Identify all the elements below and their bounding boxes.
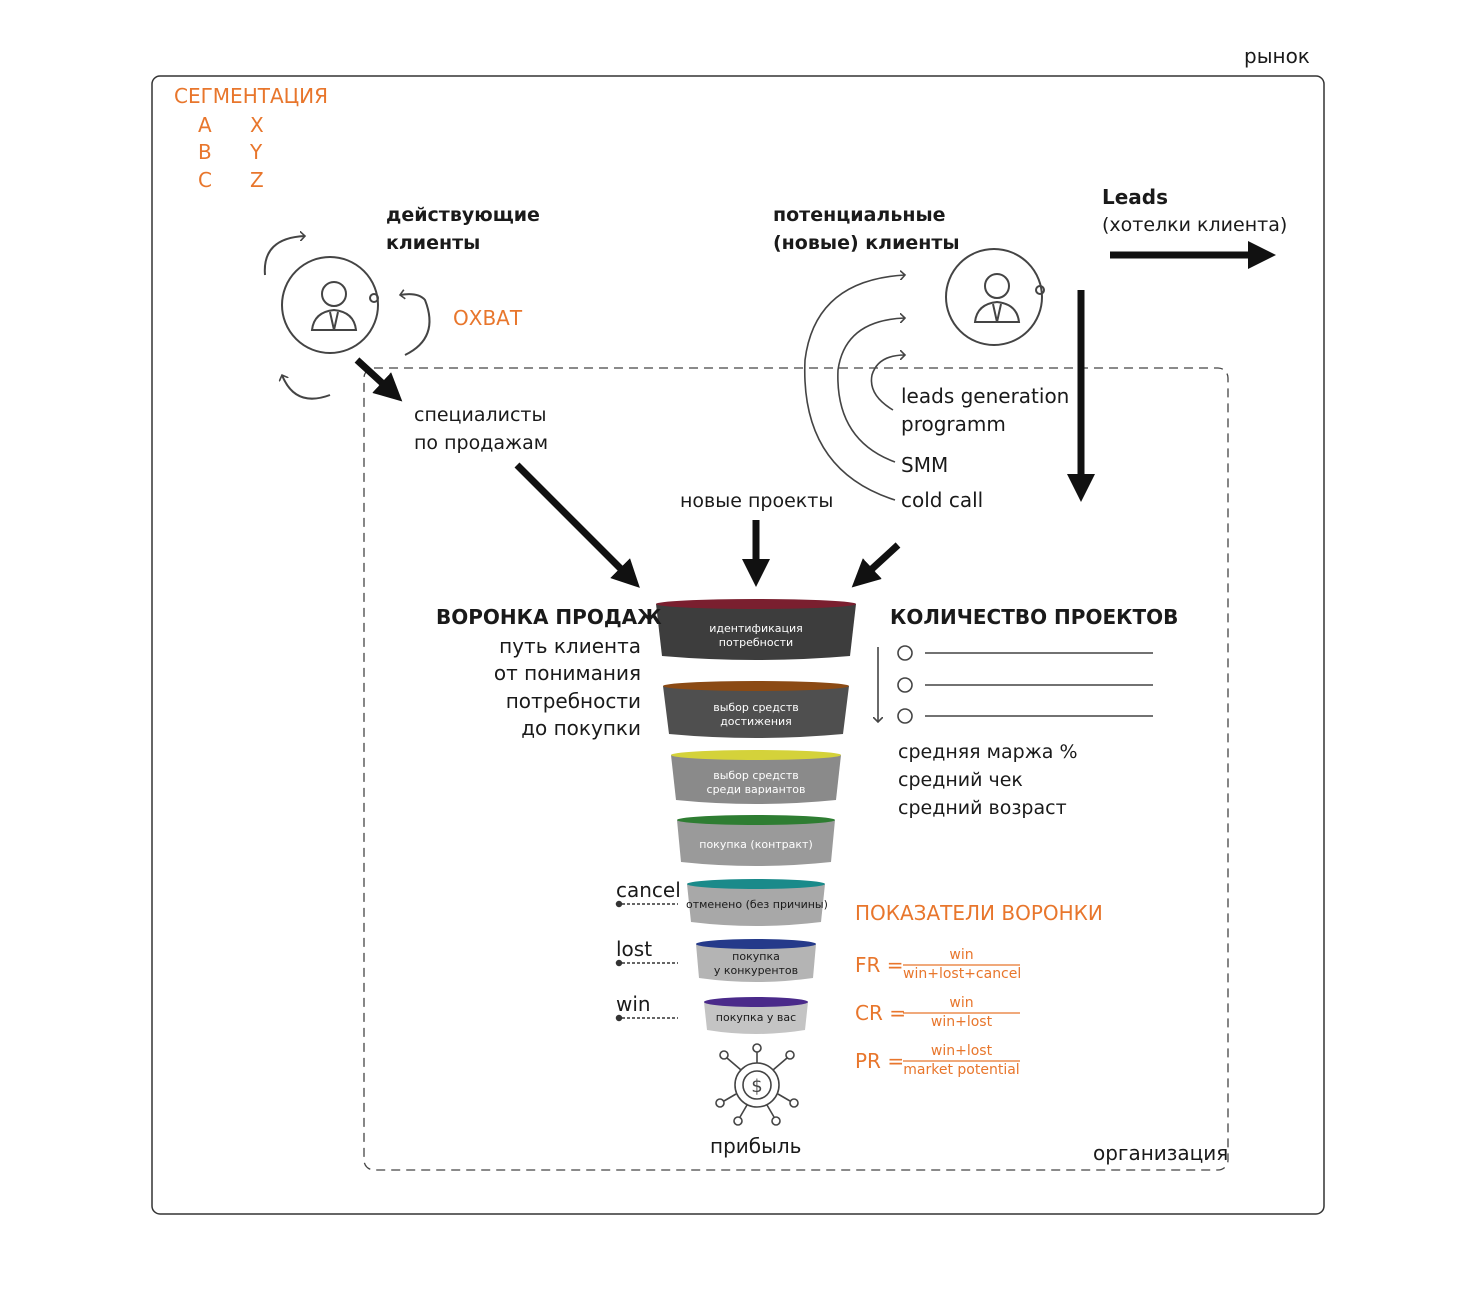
cr-numerator: win: [949, 995, 974, 1011]
funnel-stage-body: [656, 604, 856, 660]
funnel-stage-body: [671, 755, 841, 804]
funnel-stage-body: [704, 1002, 808, 1034]
segment-a: A: [198, 113, 212, 137]
funnel-stage-5: [687, 879, 825, 926]
segment-b: B: [198, 140, 212, 164]
funnel-stage-2: [663, 681, 849, 738]
sales-funnel-desc-2: от понимания: [493, 661, 641, 685]
organization-frame: [363, 367, 1229, 1171]
metric-avg-margin: средняя маржа %: [898, 741, 1078, 763]
metric-avg-age: средний возраст: [898, 797, 1067, 819]
project-bullet: [897, 645, 913, 661]
current-clients-line2: клиенты: [386, 232, 481, 254]
lead-source-programm-line2: programm: [901, 412, 1006, 436]
funnel-stage-cap: [696, 939, 816, 949]
flow-arrows: [354, 241, 1276, 588]
new-projects-label: новые проекты: [680, 490, 834, 512]
profit-icon: $: [715, 1043, 799, 1126]
sales-specialists-line2: по продажам: [414, 432, 549, 454]
market-label: рынок: [1244, 44, 1310, 68]
funnel-stage-3: [671, 750, 841, 804]
funnel-stage-body: [696, 944, 816, 982]
funnel-stage-1: [656, 599, 856, 660]
funnel-stage-cap: [677, 815, 835, 825]
sales-specialists-line1: специалисты: [414, 404, 547, 426]
outcome-lost: lost: [616, 937, 653, 961]
project-count-list: [878, 645, 1153, 724]
lead-source-programm-line1: leads generation: [901, 384, 1070, 408]
cr-name: CR =: [855, 1001, 906, 1025]
funnel-stage-body: [687, 884, 825, 926]
market-frame: [151, 75, 1325, 1215]
funnel-stage-cap: [687, 879, 825, 889]
sales-funnel-graphic: [656, 599, 856, 1034]
segment-y: Y: [250, 140, 263, 164]
stage-4-label: покупка (контракт): [699, 838, 813, 851]
project-bullet: [897, 677, 913, 693]
funnel-stage-body: [663, 686, 849, 738]
fr-denominator: win+lost+cancel: [903, 966, 1022, 982]
fr-name: FR =: [855, 953, 904, 977]
lead-source-smm: SMM: [901, 453, 949, 477]
pr-denominator: market potential: [903, 1062, 1020, 1078]
lead-source-arcs: [803, 275, 905, 501]
sales-funnel-title: ВОРОНКА ПРОДАЖ: [436, 605, 662, 629]
organization-label: организация: [1093, 1141, 1229, 1165]
metric-avg-check: средний чек: [898, 769, 1023, 791]
funnel-stage-4: [677, 815, 835, 866]
pr-numerator: win+lost: [930, 1043, 993, 1059]
project-bullet: [897, 708, 913, 724]
project-count-title: КОЛИЧЕСТВО ПРОЕКТОВ: [890, 605, 1179, 629]
stage-5-label: отменено (без причины): [686, 898, 828, 911]
profit-label: прибыль: [710, 1134, 802, 1158]
svg-text:$: $: [751, 1076, 762, 1097]
funnel-stage-6: [696, 939, 816, 982]
sales-funnel-desc-3: потребности: [505, 689, 641, 713]
potential-clients-line2: (новые) клиенты: [773, 232, 960, 254]
funnel-stage-cap: [663, 681, 849, 691]
outcome-cancel: cancel: [616, 878, 681, 902]
specialists-to-funnel-arrow: [514, 462, 640, 588]
outcome-connectors: [615, 900, 678, 1022]
funnel-stage-cap: [656, 599, 856, 609]
segment-x: X: [250, 113, 264, 137]
reach-label: ОХВАТ: [453, 306, 523, 330]
fr-numerator: win: [949, 947, 974, 963]
leads-title: Leads: [1102, 185, 1169, 209]
funnel-stage-body: [677, 820, 835, 866]
segment-c: C: [198, 168, 212, 192]
pr-name: PR =: [855, 1049, 905, 1073]
cr-denominator: win+lost: [930, 1014, 993, 1030]
potential-clients-line1: потенциальные: [773, 204, 946, 226]
stage-7-label: покупка у вас: [715, 1011, 797, 1024]
leads-subtitle: (хотелки клиента): [1102, 214, 1288, 236]
segmentation-title: СЕГМЕНТАЦИЯ: [174, 84, 329, 108]
current-clients-line1: действующие: [386, 204, 540, 226]
sales-funnel-desc-1: путь клиента: [499, 634, 641, 658]
funnel-stage-cap: [671, 750, 841, 760]
sources-to-funnel-arrow: [851, 542, 901, 588]
clients-to-specialists-arrow: [354, 357, 403, 402]
outcome-win: win: [616, 992, 651, 1016]
funnel-metrics-title: ПОКАЗАТЕЛИ ВОРОНКИ: [855, 901, 1103, 925]
sales-funnel-desc-4: до покупки: [521, 716, 641, 740]
fraction-lines: [903, 964, 1020, 1062]
current-clients-icon: [263, 236, 431, 400]
segment-z: Z: [250, 168, 264, 192]
funnel-stage-cap: [704, 997, 808, 1007]
lead-source-cold-call: cold call: [901, 488, 984, 512]
potential-clients-icon: [945, 248, 1045, 346]
funnel-stage-7: [704, 997, 808, 1034]
